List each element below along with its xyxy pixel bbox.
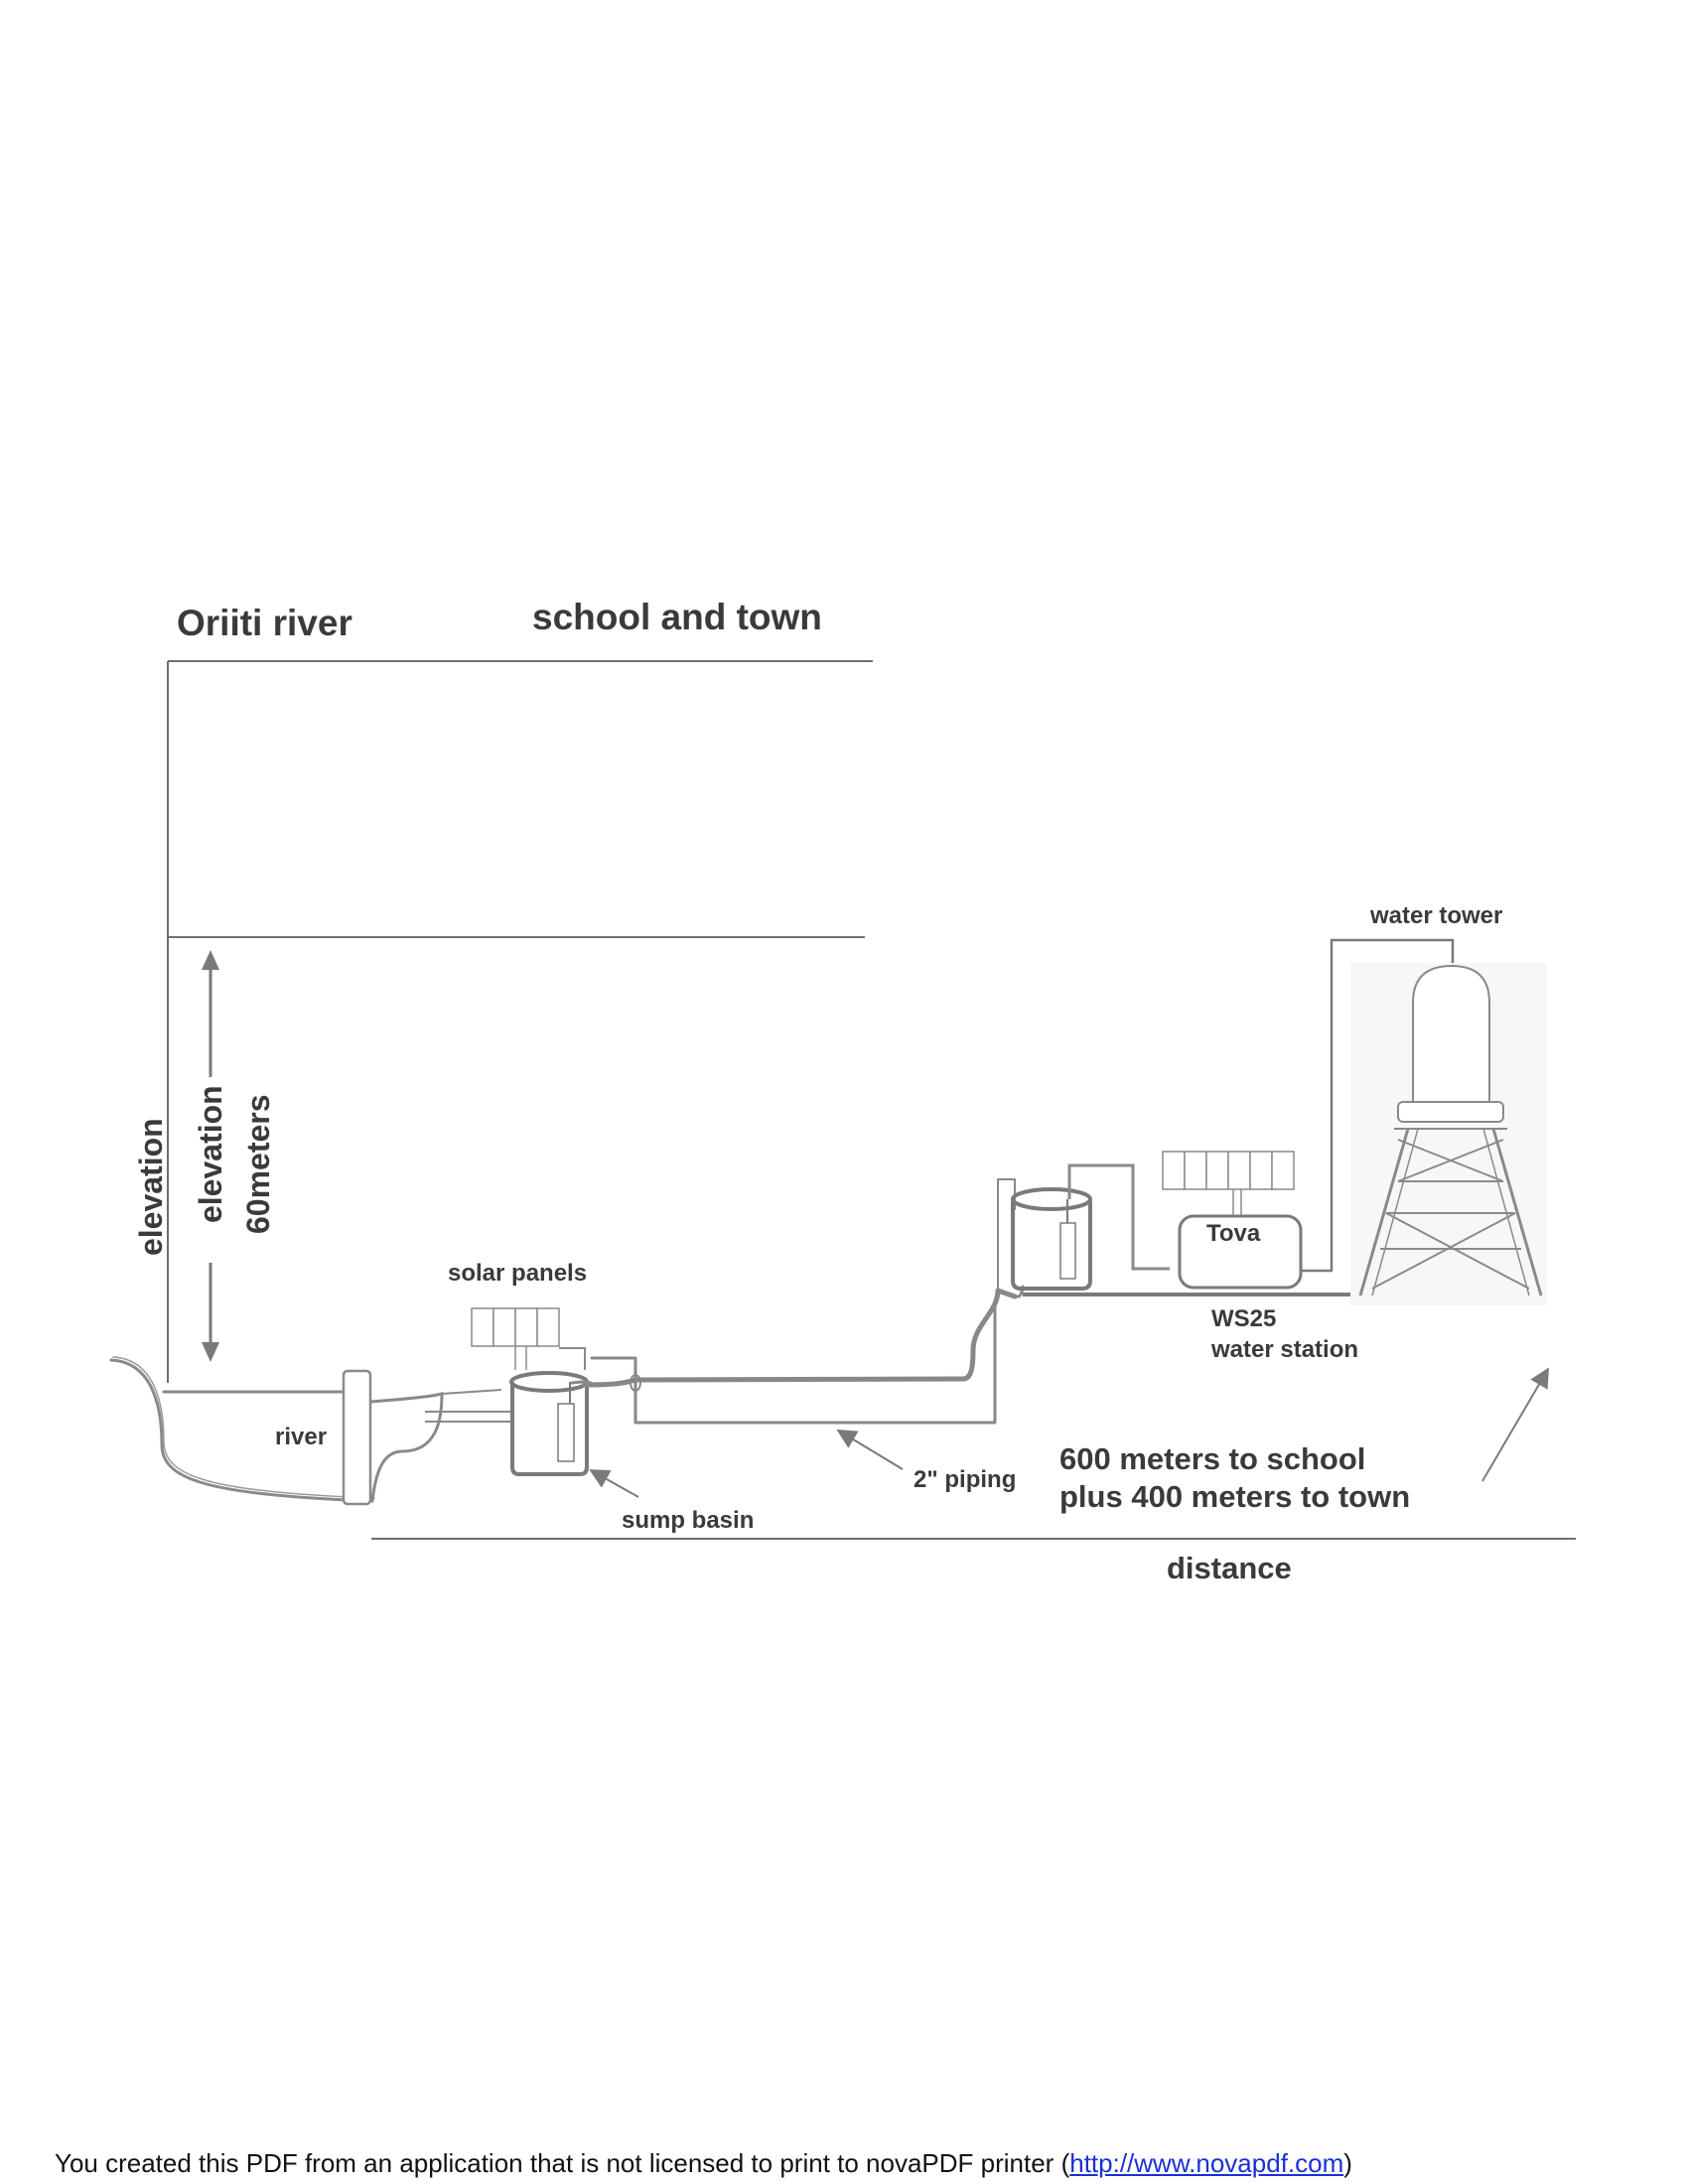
main-piping [570,1178,1025,1425]
sump-basin-pointer [589,1469,639,1498]
elevation-arrow [202,950,219,1362]
town-heading: school and town [532,597,822,637]
piping-label: 2" piping [914,1466,1016,1493]
solar-to-sump-wire [559,1347,586,1370]
elevation-inner-label: elevation [193,1085,228,1223]
solar-panel-array-station [1162,1151,1295,1219]
distance-line1: 600 meters to school [1059,1441,1365,1476]
elevation-frame [167,660,873,1383]
station-name-label: water station [1210,1336,1358,1363]
tower-feed-pipe [1301,938,1455,1273]
footer-text: You created this PDF from an application… [55,2148,1070,2178]
sump-basin [509,1371,589,1476]
sump-basin-label: sump basin [622,1507,754,1534]
elevation-value-label: 60meters [240,1094,276,1234]
station-tank [1011,1163,1170,1291]
tova-label: Tova [1206,1220,1261,1247]
pdf-footer-notice: You created this PDF from an application… [55,2148,1352,2179]
river-heading: Oriiti river [177,603,352,643]
station-code-label: WS25 [1211,1305,1276,1332]
water-tower-label: water tower [1369,902,1502,929]
elevation-outer-label: elevation [133,1118,169,1256]
river-basin [109,1356,444,1506]
solar-panels-label: solar panels [448,1260,587,1287]
river-label: river [275,1424,327,1450]
intake-pipe [425,1389,512,1423]
piping-pointer [836,1429,904,1470]
solar-panel-array-river [471,1307,560,1370]
footer-link[interactable]: http://www.novapdf.com [1069,2148,1344,2178]
water-tower [1350,963,1547,1305]
distance-axis-label: distance [1167,1551,1292,1585]
distance-pointer [1481,1367,1550,1482]
tova-unit [1178,1214,1303,1290]
footer-end: ) [1343,2148,1352,2178]
distance-line2: plus 400 meters to town [1059,1479,1410,1514]
